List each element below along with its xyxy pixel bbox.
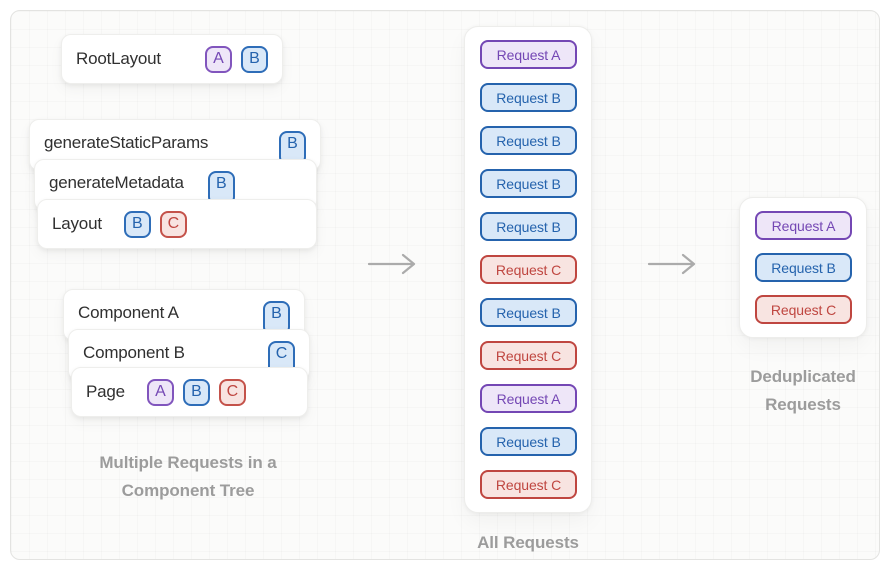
card-label: generateStaticParams — [44, 133, 209, 152]
request-b-badge: B — [241, 45, 268, 73]
card-label: Layout — [52, 214, 102, 233]
all-requests-panel: Request A Request B Request B Request B … — [464, 26, 592, 513]
left-caption-line1: Multiple Requests in a — [99, 453, 277, 472]
request-pill: Request B — [480, 83, 577, 112]
request-pill: Request B — [480, 126, 577, 155]
arrow-right-icon — [367, 253, 416, 275]
request-pill: Request A — [480, 40, 577, 69]
arrow-right-icon — [647, 253, 696, 275]
card-label: Page — [86, 382, 125, 401]
deduplicated-caption: Deduplicated Requests — [713, 363, 879, 419]
card-label: RootLayout — [76, 49, 161, 68]
request-pill: Request C — [755, 295, 852, 324]
card-layout: Layout B C — [37, 199, 317, 249]
request-pill: Request B — [480, 427, 577, 456]
badge-row: B C — [123, 210, 187, 238]
deduplicated-panel: Request A Request B Request C — [739, 197, 867, 338]
diagram-frame: RootLayout A B generateStaticParams B ge… — [10, 10, 880, 560]
request-pill: Request A — [755, 211, 852, 240]
card-label: Component B — [83, 343, 185, 362]
request-pill: Request C — [480, 341, 577, 370]
request-c-badge: C — [218, 378, 246, 406]
request-b-badge: B — [182, 378, 210, 406]
card-label: Component A — [78, 303, 179, 322]
request-b-badge: B — [123, 210, 151, 238]
deduplicated-caption-line2: Requests — [765, 395, 841, 414]
request-pill: Request B — [480, 212, 577, 241]
card-page: Page A B C — [71, 367, 308, 417]
all-requests-caption: All Requests — [477, 533, 579, 552]
request-pill: Request A — [480, 384, 577, 413]
request-c-badge: C — [159, 210, 187, 238]
card-label: generateMetadata — [49, 173, 184, 192]
card-rootlayout: RootLayout A B — [61, 34, 283, 84]
left-caption-line2: Component Tree — [121, 481, 255, 500]
request-pill: Request C — [480, 470, 577, 499]
badge-row: A B C — [146, 378, 246, 406]
request-pill: Request B — [480, 298, 577, 327]
badge-row: A B — [205, 45, 268, 73]
left-caption: Multiple Requests in a Component Tree — [38, 449, 338, 505]
request-pill: Request C — [480, 255, 577, 284]
request-pill: Request B — [755, 253, 852, 282]
request-pill: Request B — [480, 169, 577, 198]
request-a-badge: A — [146, 378, 174, 406]
request-a-badge: A — [205, 45, 232, 73]
deduplicated-caption-line1: Deduplicated — [750, 367, 856, 386]
